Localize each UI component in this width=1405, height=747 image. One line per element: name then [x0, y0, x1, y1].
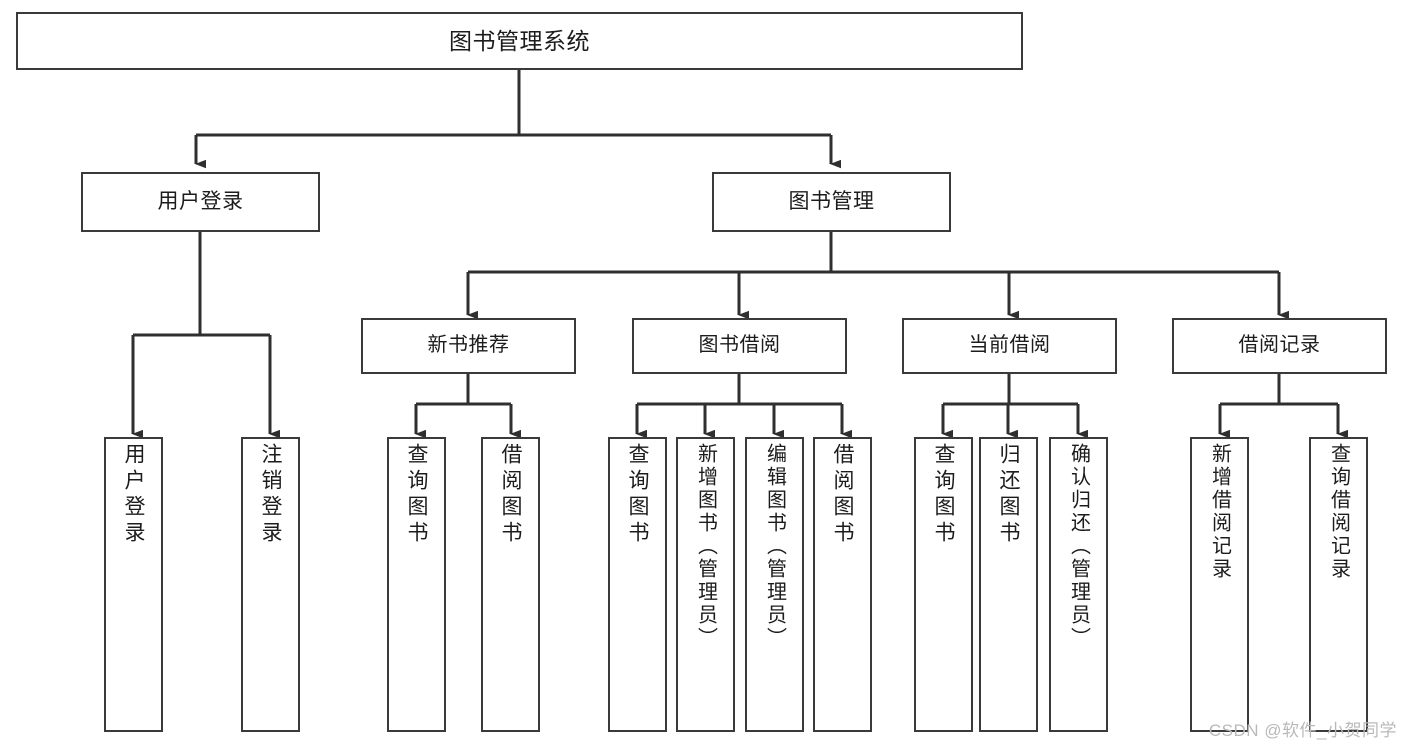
node-leaf-query-book-3-label: 查询图书: [932, 443, 955, 547]
node-leaf-confirm-return-label: 确认归还（管理员）: [1067, 443, 1090, 650]
node-leaf-user-logout[interactable]: 注销登录: [241, 437, 300, 732]
node-leaf-query-record-label: 查询借阅记录: [1327, 443, 1350, 581]
node-leaf-add-book-label: 新增图书（管理员）: [694, 443, 717, 650]
node-user-login[interactable]: 用户登录: [81, 172, 320, 232]
node-leaf-borrow-book-2-label: 借阅图书: [831, 443, 854, 547]
node-root-label: 图书管理系统: [449, 27, 590, 54]
node-leaf-user-login[interactable]: 用户登录: [104, 437, 163, 732]
node-leaf-query-book-1[interactable]: 查询图书: [387, 437, 446, 732]
node-current-borrow-label: 当前借阅: [968, 334, 1051, 357]
node-user-login-label: 用户登录: [157, 189, 244, 213]
node-leaf-user-logout-label: 注销登录: [259, 443, 282, 547]
node-leaf-add-book[interactable]: 新增图书（管理员）: [676, 437, 735, 732]
node-leaf-query-book-1-label: 查询图书: [405, 443, 428, 547]
node-leaf-return-book[interactable]: 归还图书: [979, 437, 1038, 732]
node-leaf-add-record-label: 新增借阅记录: [1208, 443, 1231, 581]
csdn-watermark: CSDN @软件_小贺同学: [1208, 721, 1397, 740]
node-leaf-query-record[interactable]: 查询借阅记录: [1309, 437, 1368, 732]
node-borrow-record-label: 借阅记录: [1238, 334, 1321, 357]
node-leaf-query-book-2-label: 查询图书: [626, 443, 649, 547]
node-leaf-confirm-return[interactable]: 确认归还（管理员）: [1049, 437, 1108, 732]
node-book-borrow[interactable]: 图书借阅: [632, 318, 847, 374]
node-root[interactable]: 图书管理系统: [16, 12, 1023, 70]
node-leaf-borrow-book-2[interactable]: 借阅图书: [813, 437, 872, 732]
node-current-borrow[interactable]: 当前借阅: [902, 318, 1117, 374]
node-book-borrow-label: 图书借阅: [698, 334, 781, 357]
node-book-manage[interactable]: 图书管理: [712, 172, 951, 232]
node-leaf-edit-book[interactable]: 编辑图书（管理员）: [745, 437, 804, 732]
node-leaf-edit-book-label: 编辑图书（管理员）: [763, 443, 786, 650]
node-leaf-user-login-label: 用户登录: [122, 443, 145, 547]
node-new-book-recommend-label: 新书推荐: [427, 334, 510, 357]
node-borrow-record[interactable]: 借阅记录: [1172, 318, 1387, 374]
node-leaf-return-book-label: 归还图书: [997, 443, 1020, 547]
node-leaf-borrow-book-1-label: 借阅图书: [499, 443, 522, 547]
node-book-manage-label: 图书管理: [788, 189, 875, 213]
node-new-book-recommend[interactable]: 新书推荐: [361, 318, 576, 374]
node-leaf-borrow-book-1[interactable]: 借阅图书: [481, 437, 540, 732]
node-leaf-query-book-2[interactable]: 查询图书: [608, 437, 667, 732]
node-leaf-query-book-3[interactable]: 查询图书: [914, 437, 973, 732]
node-leaf-add-record[interactable]: 新增借阅记录: [1190, 437, 1249, 732]
